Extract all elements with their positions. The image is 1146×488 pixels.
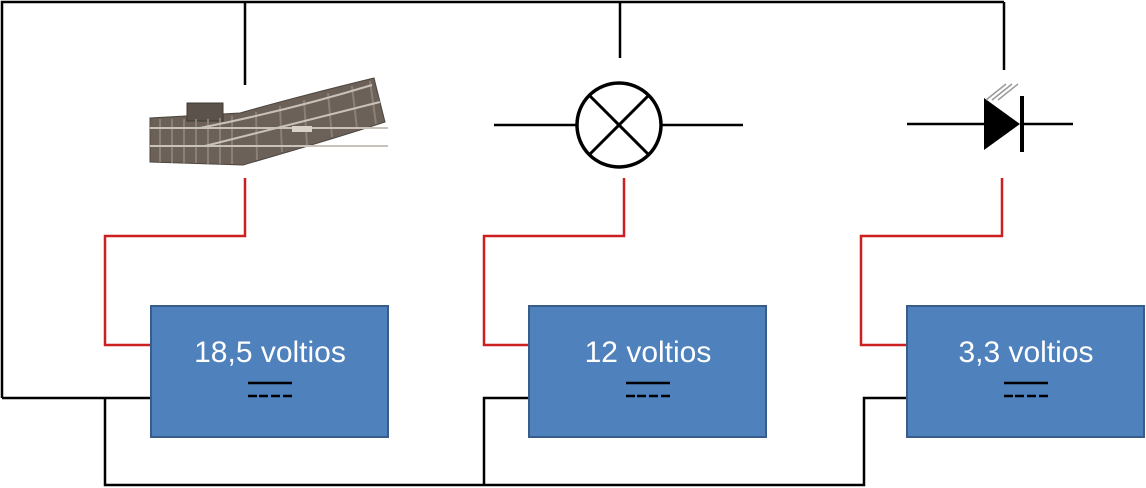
- psu-voltage-label: 18,5 voltios: [194, 336, 346, 369]
- railway-turnout-track-icon: [149, 77, 388, 166]
- lamp-symbol-icon: [494, 81, 743, 169]
- dc-symbol-icon: [248, 381, 292, 398]
- dc-symbol-icon: [1004, 381, 1048, 398]
- red-wiring: [103, 178, 1004, 347]
- turnout-rails: [150, 84, 388, 147]
- bottom-return-wire: [103, 396, 908, 487]
- turnout-frog: [292, 126, 312, 132]
- psu-box-3-rect: [906, 305, 1145, 438]
- turnout-red-wire: [103, 178, 247, 347]
- psu-box-2-rect: [528, 305, 767, 438]
- lamp-cross-b: [587, 93, 651, 157]
- psu-box-2: 12 voltios: [528, 305, 767, 438]
- dc-symbol-icon: [626, 381, 670, 398]
- psu-voltage-label: 3,3 voltios: [958, 336, 1093, 369]
- turnout-motor-housing: [186, 102, 224, 122]
- turnout-sleepers: [159, 80, 377, 164]
- top-common-wire: [0, 0, 1004, 398]
- psu-box-1-rect: [150, 305, 389, 438]
- lamp-circle: [575, 81, 663, 169]
- psu-box-1: 18,5 voltios: [150, 305, 389, 438]
- black-wiring: [0, 0, 1006, 487]
- led-triangle: [984, 98, 1020, 150]
- lamp-red-wire: [482, 178, 626, 347]
- psu2-return-wire: [482, 396, 530, 485]
- psu-voltage-label: 12 voltios: [585, 336, 712, 369]
- led-light-rays: [985, 83, 1019, 101]
- led-red-wire: [859, 178, 1004, 347]
- psu-box-3: 3,3 voltios: [906, 305, 1145, 438]
- led-symbol-icon: [907, 83, 1073, 152]
